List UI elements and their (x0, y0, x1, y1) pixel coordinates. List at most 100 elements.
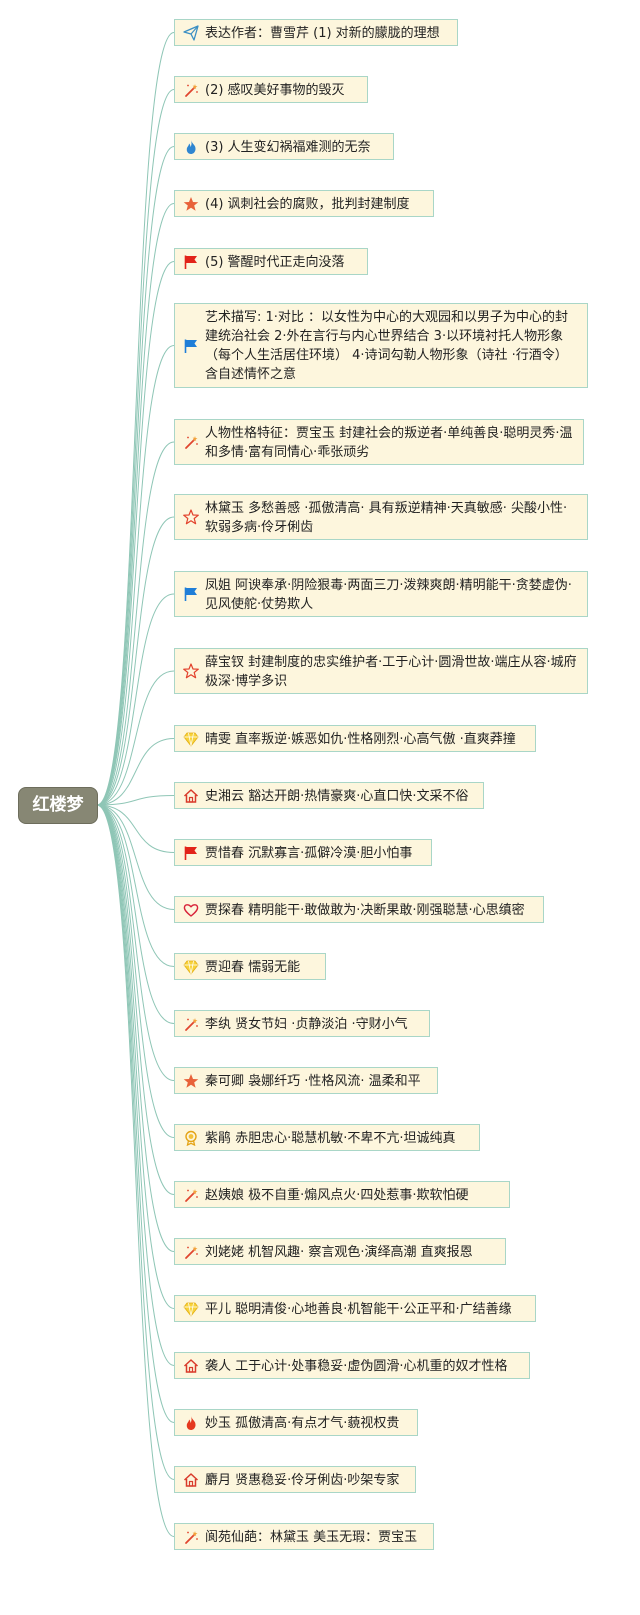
connector-line (96, 804, 175, 1309)
medal-icon (182, 1129, 200, 1147)
blue-flag-icon (182, 337, 200, 355)
branch-node[interactable]: 阆苑仙葩：林黛玉 美玉无瑕：贾宝玉 (174, 1523, 434, 1550)
branch-text: 妙玉 孤傲清高·有点才气·藐视权贵 (205, 1416, 400, 1431)
connector-line (96, 804, 175, 1081)
branch-node[interactable]: 刘姥姥 机智风趣· 察言观色·演绎高潮 直爽报恩 (174, 1238, 506, 1265)
connector-line (96, 32, 175, 806)
branch-node[interactable]: 林黛玉 多愁善感 ·孤傲清高· 具有叛逆精神·天真敏感· 尖酸小性·软弱多病·伶… (174, 494, 588, 540)
branch-text: 艺术描写: 1·对比 ：以女性为中心的大观园和以男子为中心的封建统治社会 2·外… (205, 310, 569, 382)
connector-line (96, 804, 175, 1480)
connector-line (96, 738, 175, 806)
house-icon (182, 1471, 200, 1489)
blue-flag-icon (182, 585, 200, 603)
connector-line (96, 345, 175, 806)
flame-icon (182, 138, 200, 156)
connector-line (96, 261, 175, 806)
magic-wand-icon (182, 1186, 200, 1204)
branch-text: 阆苑仙葩：林黛玉 美玉无瑕：贾宝玉 (205, 1530, 418, 1545)
magic-wand-icon (182, 1243, 200, 1261)
branch-node[interactable]: 李纨 贤女节妇 ·贞静淡泊 ·守财小气 (174, 1010, 430, 1037)
branch-node[interactable]: 表达作者：曹雪芹 (1) 对新的朦胧的理想 (174, 19, 458, 46)
branch-text: 麝月 贤惠稳妥·伶牙俐齿·吵架专家 (205, 1473, 400, 1488)
red-flag-icon (182, 844, 200, 862)
magic-wand-icon (182, 81, 200, 99)
branch-text: 赵姨娘 极不自重·煽风点火·四处惹事·欺软怕硬 (205, 1188, 469, 1203)
connector-line (96, 804, 175, 1024)
branch-node[interactable]: 赵姨娘 极不自重·煽风点火·四处惹事·欺软怕硬 (174, 1181, 510, 1208)
branch-node[interactable]: 麝月 贤惠稳妥·伶牙俐齿·吵架专家 (174, 1466, 416, 1493)
diamond-icon (182, 1300, 200, 1318)
branch-text: (4) 讽刺社会的腐败，批判封建制度 (205, 197, 410, 212)
branch-text: (2) 感叹美好事物的毁灭 (205, 83, 345, 98)
flame-red-icon (182, 1414, 200, 1432)
branch-text: 薛宝钗 封建制度的忠实维护者·工于心计·圆滑世故·端庄从容·城府极深·博学多识 (205, 655, 577, 689)
heart-outline-icon (182, 901, 200, 919)
paper-plane-icon (182, 24, 200, 42)
branch-text: 李纨 贤女节妇 ·贞静淡泊 ·守财小气 (205, 1017, 408, 1032)
branch-text: (3) 人生变幻祸福难测的无奈 (205, 140, 371, 155)
star-outline-icon (182, 508, 200, 526)
branch-node[interactable]: (2) 感叹美好事物的毁灭 (174, 76, 368, 103)
branch-text: 袭人 工于心计·处事稳妥·虚伪圆滑·心机重的奴才性格 (205, 1359, 508, 1374)
connector-line (96, 89, 175, 806)
connector-line (96, 804, 175, 1252)
connector-line (96, 804, 175, 1366)
connector-line (96, 593, 175, 806)
connector-line (96, 203, 175, 806)
branch-text: 贾探春 精明能干·敢做敢为·决断果敢·刚强聪慧·心思缜密 (205, 903, 525, 918)
branch-node[interactable]: 晴雯 直率叛逆·嫉恶如仇·性格刚烈·心高气傲 ·直爽莽撞 (174, 725, 536, 752)
connector-line (96, 516, 175, 806)
branch-node[interactable]: 贾探春 精明能干·敢做敢为·决断果敢·刚强聪慧·心思缜密 (174, 896, 544, 923)
red-flag-icon (182, 253, 200, 271)
connector-line (96, 804, 175, 853)
branch-node[interactable]: 人物性格特征：贾宝玉 封建社会的叛逆者·单纯善良·聪明灵秀·温和多情·富有同情心… (174, 419, 584, 465)
branch-text: 紫鹃 赤胆忠心·聪慧机敏·不卑不亢·坦诚纯真 (205, 1131, 456, 1146)
branch-text: 林黛玉 多愁善感 ·孤傲清高· 具有叛逆精神·天真敏感· 尖酸小性·软弱多病·伶… (205, 501, 568, 535)
connector-line (96, 804, 175, 1138)
branch-text: 人物性格特征：贾宝玉 封建社会的叛逆者·单纯善良·聪明灵秀·温和多情·富有同情心… (205, 426, 573, 460)
branch-node[interactable]: 妙玉 孤傲清高·有点才气·藐视权贵 (174, 1409, 418, 1436)
branch-text: 刘姥姥 机智风趣· 察言观色·演绎高潮 直爽报恩 (205, 1245, 473, 1260)
connector-line (96, 804, 175, 1423)
diamond-icon (182, 958, 200, 976)
branch-node[interactable]: (4) 讽刺社会的腐败，批判封建制度 (174, 190, 434, 217)
connector-line (96, 670, 175, 806)
house-icon (182, 1357, 200, 1375)
branch-text: 秦可卿 袅娜纤巧 ·性格风流· 温柔和平 (205, 1074, 421, 1089)
branch-node[interactable]: (5) 警醒时代正走向没落 (174, 248, 368, 275)
branch-node[interactable]: 贾惜春 沉默寡言·孤僻冷漠·胆小怕事 (174, 839, 432, 866)
magic-wand-icon (182, 433, 200, 451)
branch-text: 凤姐 阿谀奉承·阴险狠毒·两面三刀·泼辣爽朗·精明能干·贪婪虚伪·见风使舵·仗势… (205, 578, 572, 612)
star-icon (182, 1072, 200, 1090)
connector-line (96, 795, 175, 806)
branch-text: 表达作者：曹雪芹 (1) 对新的朦胧的理想 (205, 26, 440, 41)
branch-node[interactable]: 平儿 聪明清俊·心地善良·机智能干·公正平和·广结善缘 (174, 1295, 536, 1322)
branch-text: 晴雯 直率叛逆·嫉恶如仇·性格刚烈·心高气傲 ·直爽莽撞 (205, 732, 516, 747)
branch-node[interactable]: 紫鹃 赤胆忠心·聪慧机敏·不卑不亢·坦诚纯真 (174, 1124, 480, 1151)
connector-line (96, 804, 175, 1537)
branch-text: 史湘云 豁达开朗·热情豪爽·心直口快·文采不俗 (205, 789, 469, 804)
root-node[interactable]: 红楼梦 (19, 788, 97, 823)
branch-node[interactable]: 秦可卿 袅娜纤巧 ·性格风流· 温柔和平 (174, 1067, 438, 1094)
connector-line (96, 804, 175, 910)
branch-text: 平儿 聪明清俊·心地善良·机智能干·公正平和·广结善缘 (205, 1302, 512, 1317)
house-icon (182, 787, 200, 805)
magic-wand-icon (182, 1528, 200, 1546)
branch-node[interactable]: 袭人 工于心计·处事稳妥·虚伪圆滑·心机重的奴才性格 (174, 1352, 530, 1379)
connector-line (96, 146, 175, 806)
branch-text: (5) 警醒时代正走向没落 (205, 255, 345, 270)
connector-line (96, 804, 175, 1195)
branch-node[interactable]: 史湘云 豁达开朗·热情豪爽·心直口快·文采不俗 (174, 782, 484, 809)
star-outline-icon (182, 662, 200, 680)
branch-text: 贾迎春 懦弱无能 (205, 960, 301, 975)
branch-text: 贾惜春 沉默寡言·孤僻冷漠·胆小怕事 (205, 846, 413, 861)
star-icon (182, 195, 200, 213)
branch-node[interactable]: 艺术描写: 1·对比 ：以女性为中心的大观园和以男子为中心的封建统治社会 2·外… (174, 303, 588, 388)
connector-line (96, 804, 175, 967)
branch-node[interactable]: 薛宝钗 封建制度的忠实维护者·工于心计·圆滑世故·端庄从容·城府极深·博学多识 (174, 648, 588, 694)
diamond-icon (182, 730, 200, 748)
branch-node[interactable]: (3) 人生变幻祸福难测的无奈 (174, 133, 394, 160)
branch-node[interactable]: 贾迎春 懦弱无能 (174, 953, 326, 980)
branch-node[interactable]: 凤姐 阿谀奉承·阴险狠毒·两面三刀·泼辣爽朗·精明能干·贪婪虚伪·见风使舵·仗势… (174, 571, 588, 617)
